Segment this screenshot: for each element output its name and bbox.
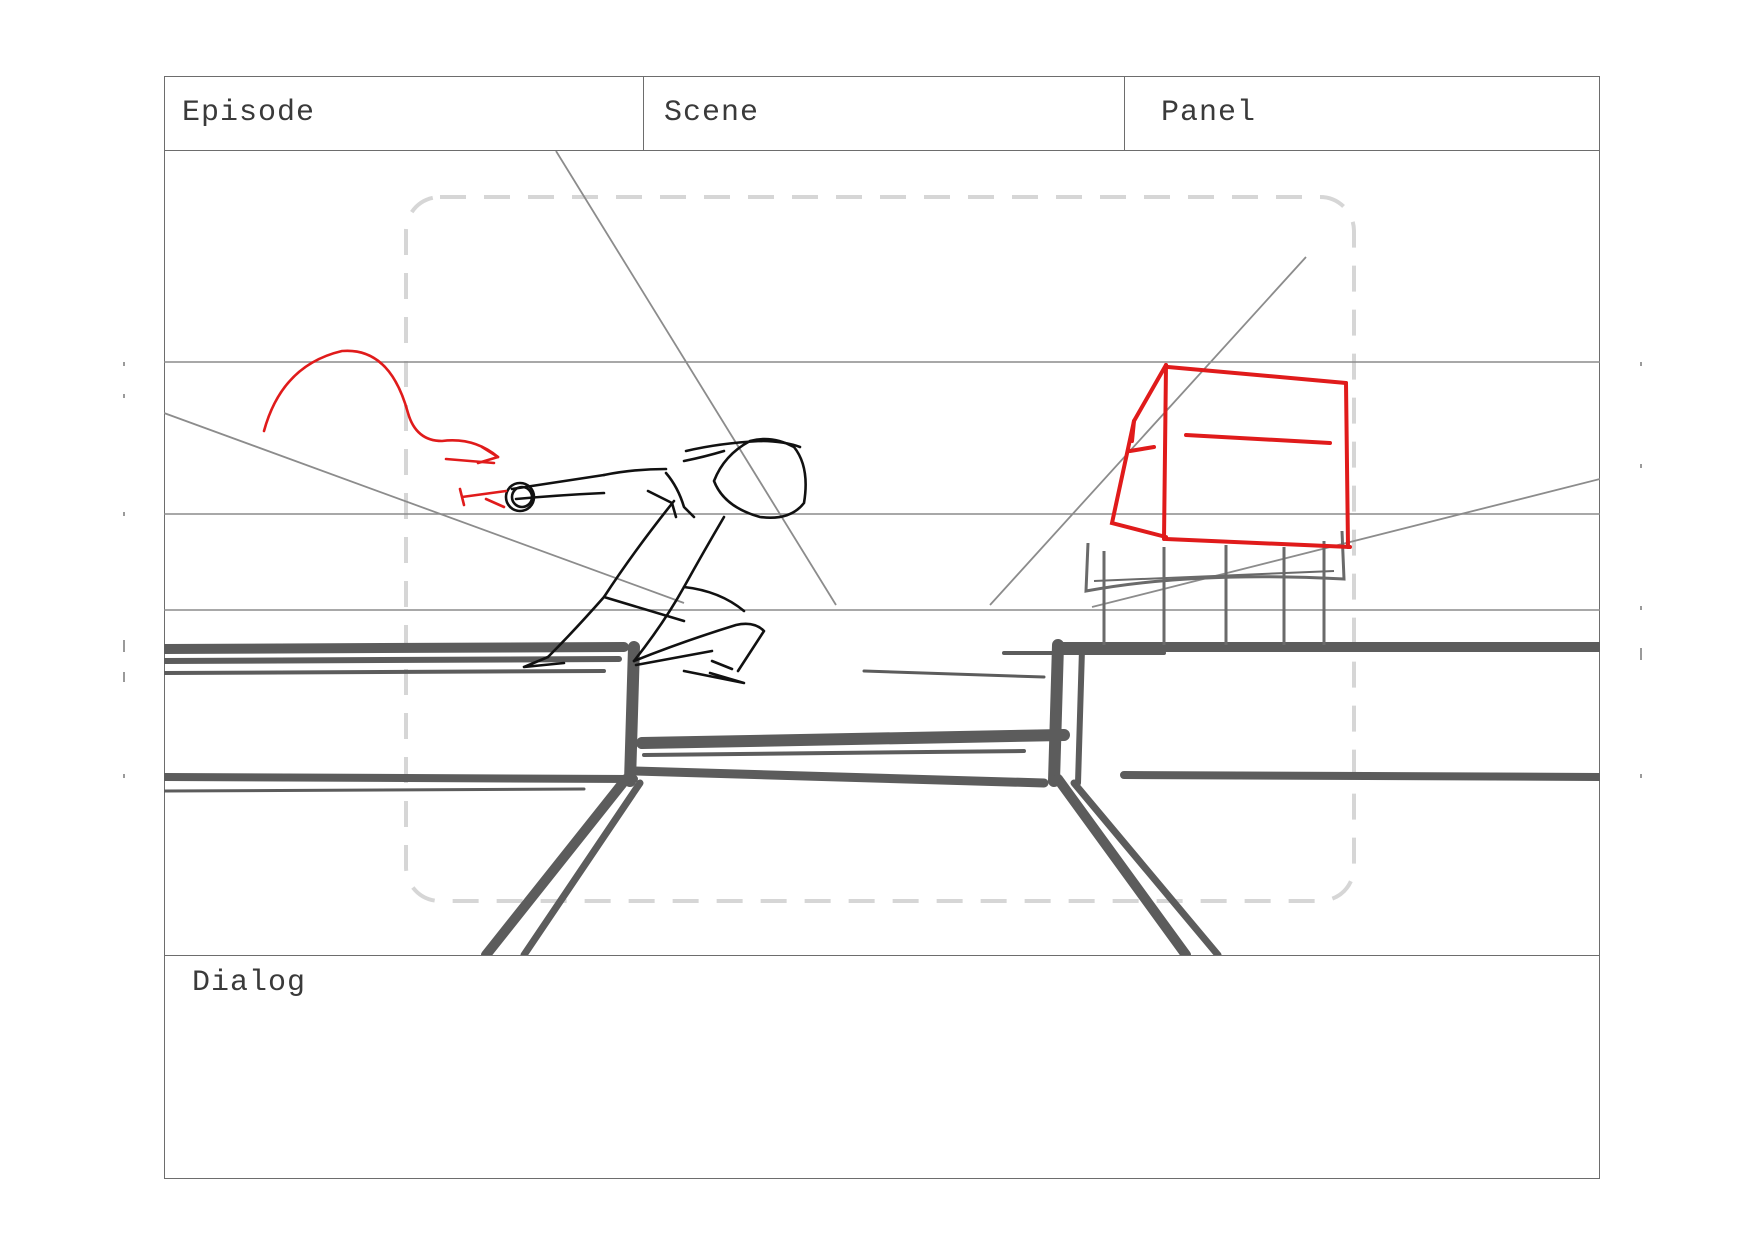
safe-area-guide <box>404 195 1356 903</box>
dialog-label: Dialog <box>192 966 307 1000</box>
ground-platforms <box>164 639 1600 955</box>
right-guide-tick <box>1640 606 1642 610</box>
dialog-box[interactable]: Dialog <box>164 955 1600 1179</box>
right-guide-tick <box>1640 648 1642 660</box>
character-figure <box>504 437 807 685</box>
left-guide-tick <box>123 774 125 778</box>
panel-label: Panel <box>1161 96 1257 130</box>
motion-arc-arrow-icon <box>262 349 508 509</box>
scene-cell[interactable]: Scene <box>644 76 1125 151</box>
storyboard-frame <box>164 76 1600 1179</box>
left-guide-tick <box>123 394 125 398</box>
sketch-canvas[interactable] <box>164 151 1600 955</box>
storyboard-sketch <box>164 151 1600 955</box>
right-guide-tick <box>1640 464 1642 468</box>
right-guide-tick <box>1640 774 1642 778</box>
right-guide-tick <box>1640 362 1642 366</box>
left-guide-tick <box>123 640 125 652</box>
left-guide-tick <box>123 362 125 366</box>
panel-header-row: Episode Scene Panel <box>164 76 1600 151</box>
left-guide-tick <box>123 512 125 516</box>
panel-cell[interactable]: Panel <box>1125 76 1600 151</box>
left-guide-tick <box>123 672 125 682</box>
episode-label: Episode <box>182 96 316 130</box>
horizon-guides <box>164 361 1600 611</box>
perspective-lines <box>164 151 1600 608</box>
box-stand <box>1084 530 1346 645</box>
crate-box-icon <box>1109 363 1352 549</box>
episode-cell[interactable]: Episode <box>164 76 644 151</box>
scene-label: Scene <box>664 96 760 130</box>
